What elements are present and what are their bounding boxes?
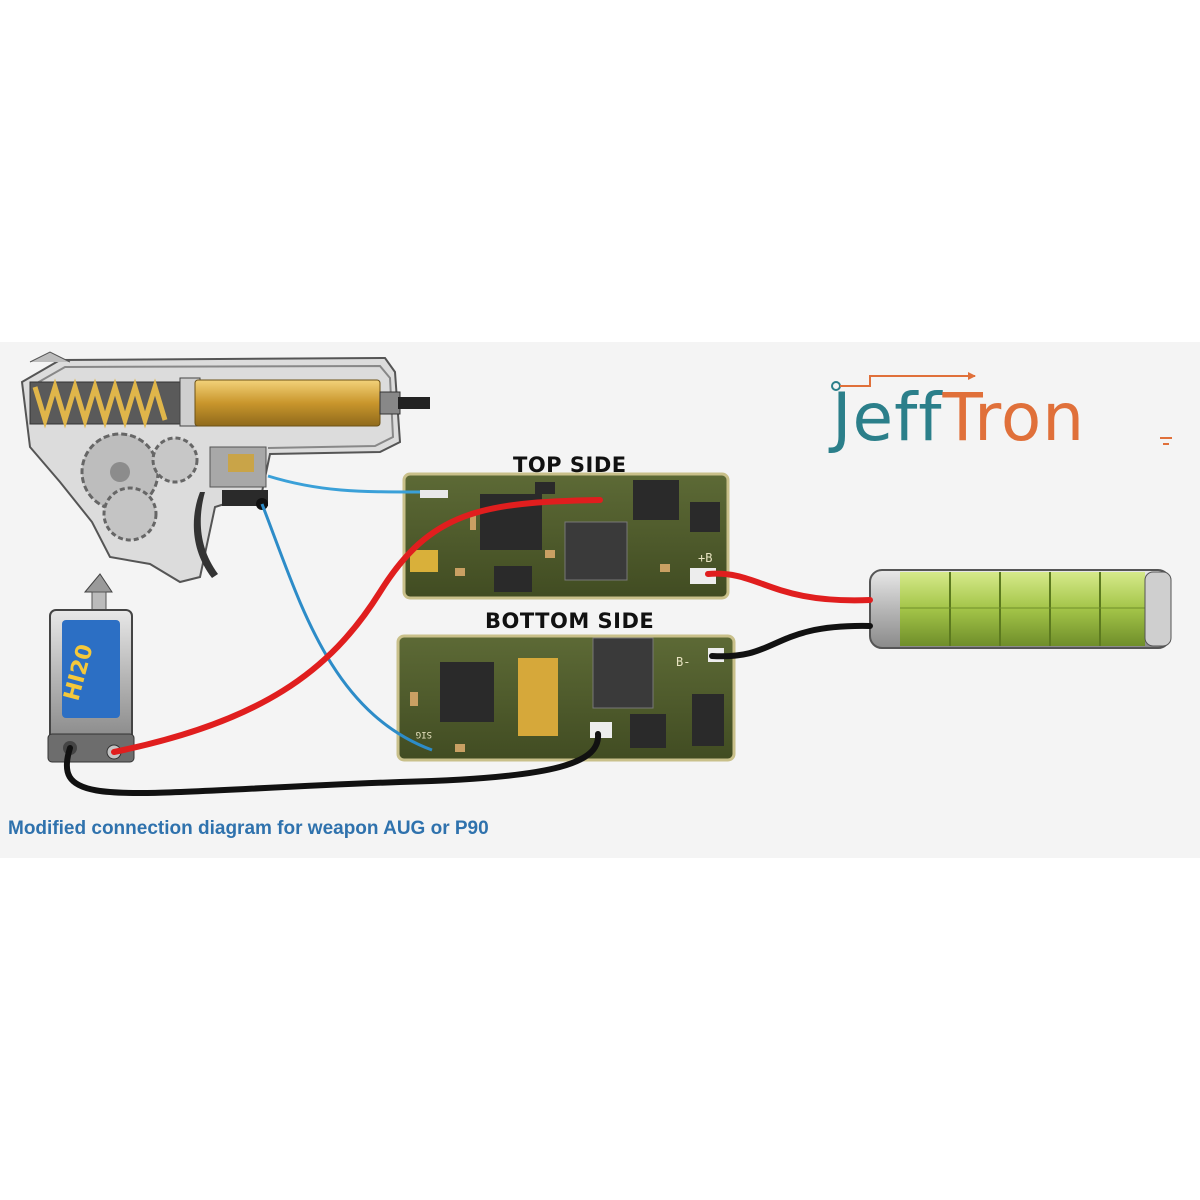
spring [32, 378, 168, 429]
black-wire-battery [709, 622, 873, 660]
top-side-label: TOP SIDE [513, 453, 627, 477]
connection-diagram: HI20 +B B- SIG [20, 351, 1172, 796]
bottom-minus-b-mark: B- [676, 655, 690, 669]
black-wire-motor [63, 731, 602, 796]
logo-part-tron: Tron [942, 379, 1086, 456]
battery [869, 569, 1172, 649]
top-plus-b-mark: +B [698, 551, 712, 565]
red-wire-battery [705, 570, 873, 604]
mosfet-bottom-side: B- SIG [396, 634, 736, 762]
gear [80, 432, 199, 542]
logo-part-jeff: Jeff [832, 379, 943, 456]
motor: HI20 [47, 573, 135, 763]
gearbox [20, 351, 430, 584]
mosfet-top-side: +B [402, 472, 730, 600]
jefftron-logo: JeffTron [832, 378, 1085, 458]
figure-caption: Modified connection diagram for weapon A… [8, 818, 489, 839]
blue-wire-bottom [260, 503, 433, 752]
wires [63, 474, 873, 796]
red-wire-motor [111, 497, 603, 755]
blue-wire-top [267, 474, 421, 494]
bottom-sig-mark: SIG [416, 729, 432, 739]
bottom-side-label: BOTTOM SIDE [485, 609, 655, 633]
logo-circuit-icon [831, 372, 1172, 445]
